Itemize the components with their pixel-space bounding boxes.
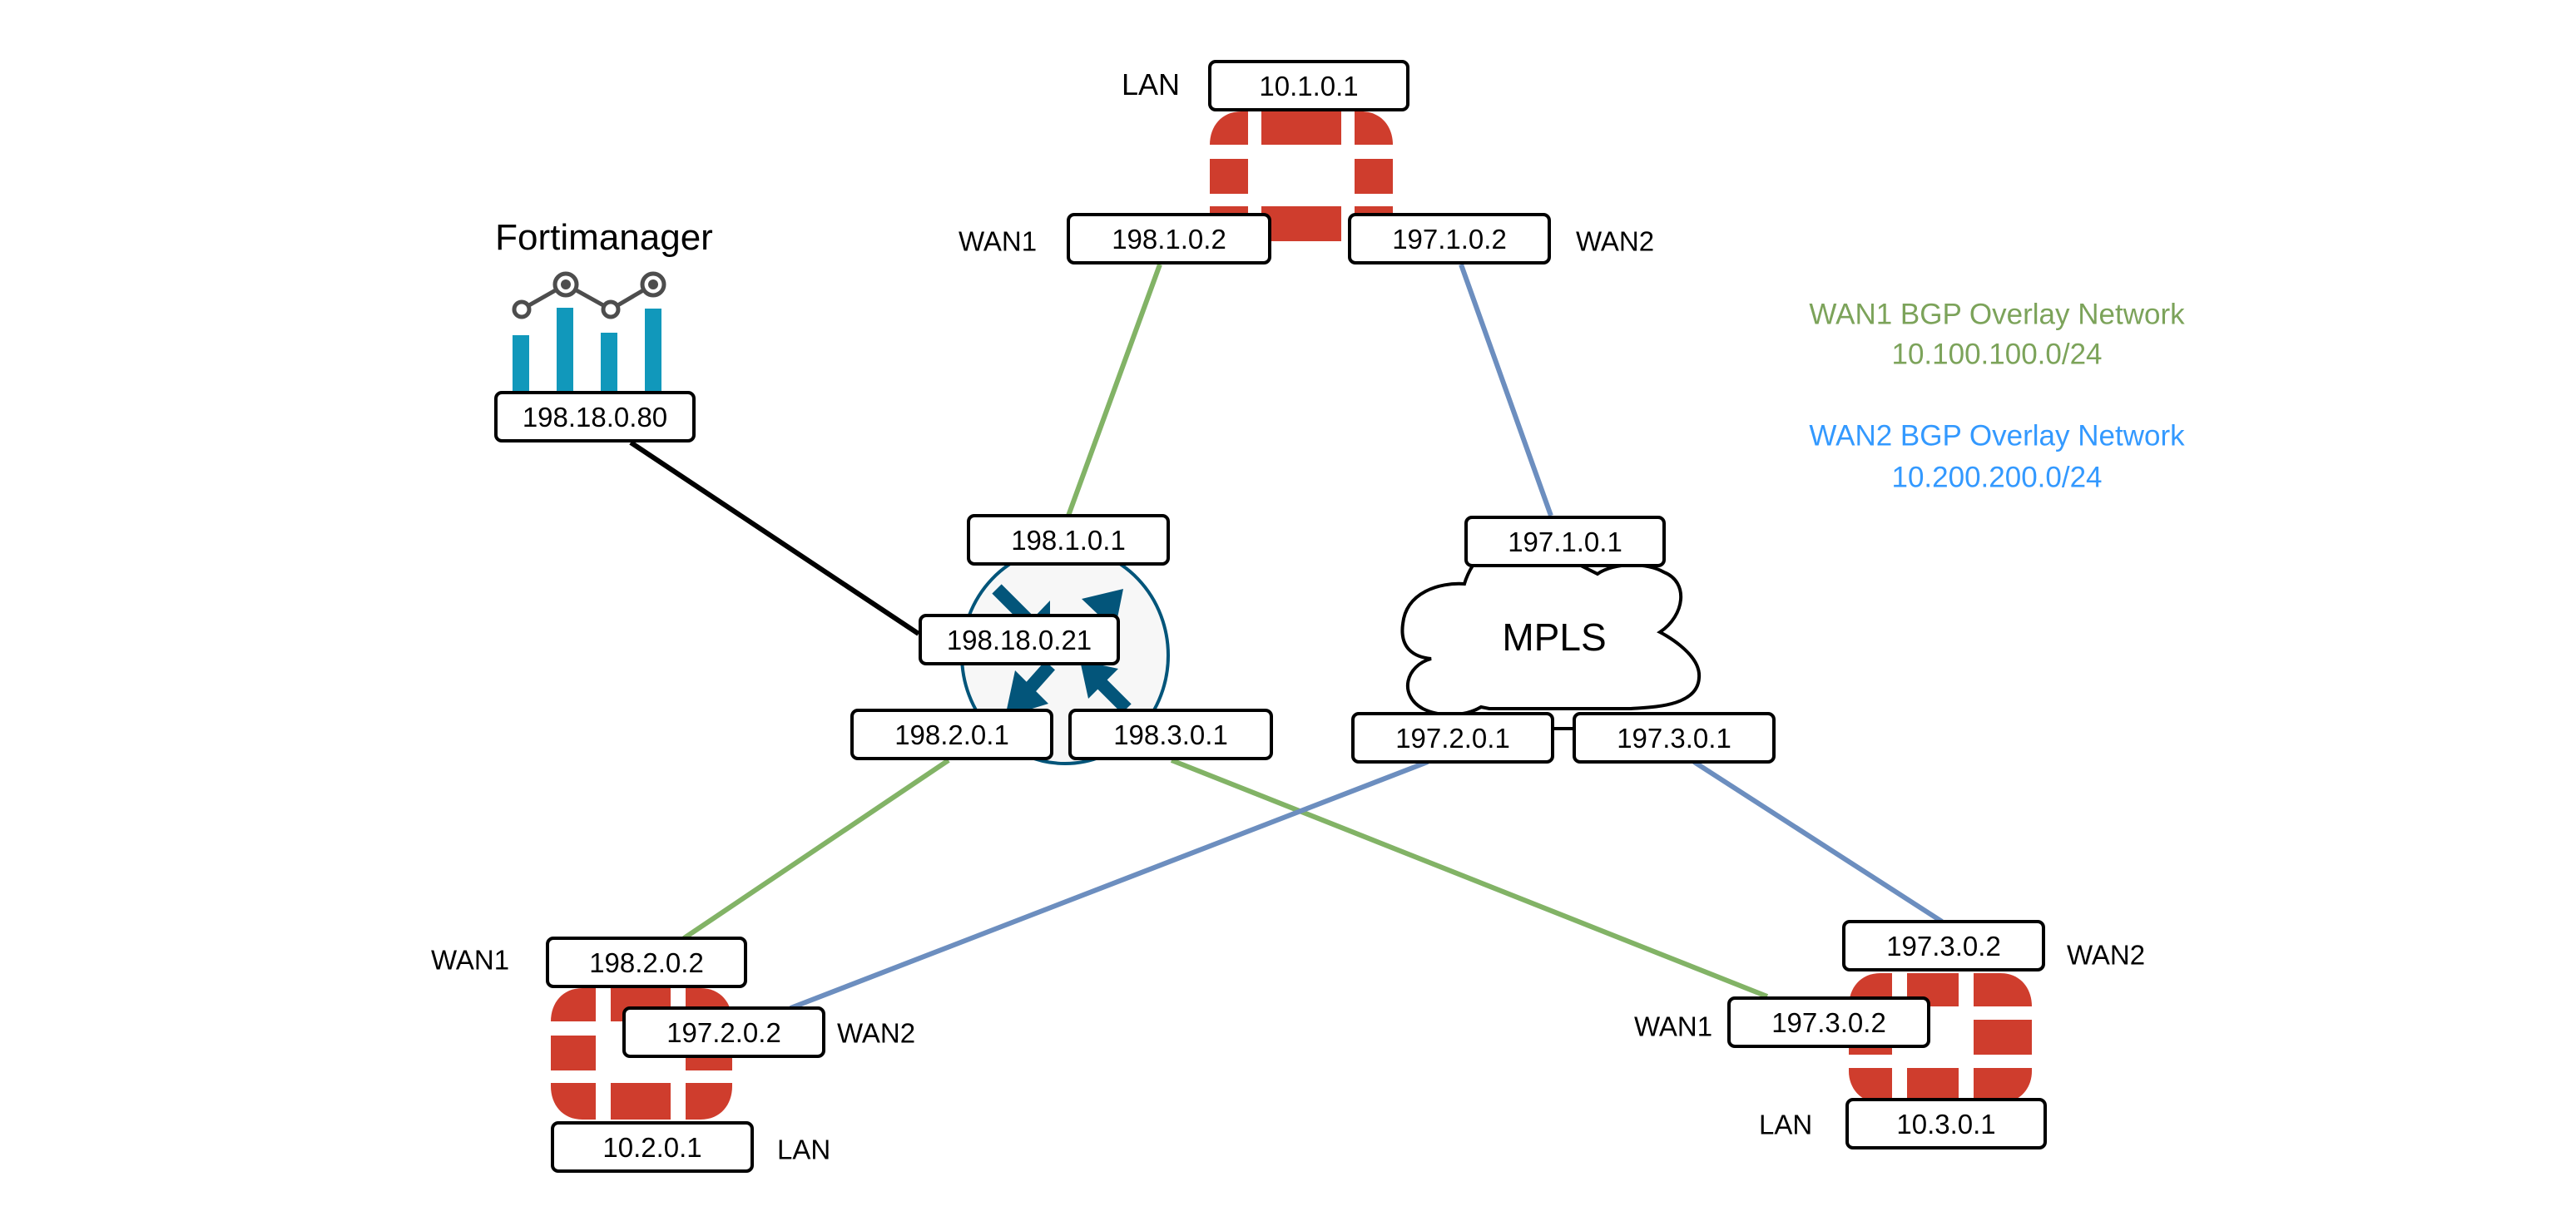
router-ip-top-box[interactable]: 198.1.0.1 <box>967 514 1170 566</box>
link-mpls-to-branch1-wan2[interactable] <box>789 759 1429 1011</box>
branch1-wan2-label: WAN2 <box>837 1017 916 1049</box>
fortimanager-ip-box[interactable]: 198.18.0.80 <box>494 391 696 442</box>
branch1-wan2-ip-box[interactable]: 197.2.0.2 <box>622 1006 825 1058</box>
link-hub-wan1-to-router[interactable] <box>1066 263 1162 517</box>
hub-lan-ip-box[interactable]: 10.1.0.1 <box>1208 60 1409 111</box>
link-fortimanager-to-router[interactable] <box>629 440 920 636</box>
mpls-label: MPLS <box>1502 616 1607 659</box>
link-hub-wan2-to-mpls[interactable] <box>1459 263 1553 517</box>
wan1-overlay-title: WAN1 BGP Overlay Network <box>1809 298 2185 331</box>
hub-wan2-label: WAN2 <box>1576 225 1655 257</box>
router-ip-mgmt-box[interactable]: 198.18.0.21 <box>919 614 1120 665</box>
branch2-wan1-label: WAN1 <box>1634 1011 1713 1042</box>
mpls-ip-left-box[interactable]: 197.2.0.1 <box>1351 712 1554 764</box>
router-ip-right-box[interactable]: 198.3.0.1 <box>1068 709 1273 760</box>
router-arrow-out-bottom-left <box>1005 660 1055 717</box>
router-arrow-in-bottom-right <box>1080 660 1132 714</box>
link-router-to-branch1-wan1[interactable] <box>682 758 950 941</box>
branch2-lan-label: LAN <box>1759 1109 1813 1140</box>
hub-wan2-ip-box[interactable]: 197.1.0.2 <box>1348 213 1551 264</box>
fortigate-firewall-icon <box>1210 111 1393 241</box>
branch2-wan1-ip-box[interactable]: 197.3.0.2 <box>1727 996 1930 1048</box>
branch1-lan-label: LAN <box>777 1134 831 1165</box>
wan1-overlay-subnet: 10.100.100.0/24 <box>1891 338 2103 371</box>
fortimanager-analytics-icon <box>512 271 666 393</box>
wan2-overlay-subnet: 10.200.200.0/24 <box>1891 461 2103 494</box>
mpls-ip-top-box[interactable]: 197.1.0.1 <box>1464 516 1666 567</box>
hub-lan-label: LAN <box>1122 67 1181 101</box>
branch1-wan1-ip-box[interactable]: 198.2.0.2 <box>546 937 747 988</box>
mpls-ip-right-box[interactable]: 197.3.0.1 <box>1573 712 1776 764</box>
branch1-lan-ip-box[interactable]: 10.2.0.1 <box>551 1121 754 1173</box>
router-ip-left-box[interactable]: 198.2.0.1 <box>850 709 1053 760</box>
branch1-wan1-label: WAN1 <box>431 944 510 976</box>
branch2-lan-ip-box[interactable]: 10.3.0.1 <box>1845 1098 2047 1149</box>
hub-wan1-ip-box[interactable]: 198.1.0.2 <box>1067 213 1271 264</box>
branch2-wan2-ip-box[interactable]: 197.3.0.2 <box>1842 920 2045 971</box>
link-router-to-branch2-wan1[interactable] <box>1170 758 1769 999</box>
fortimanager-title: Fortimanager <box>495 217 713 258</box>
wan2-overlay-title: WAN2 BGP Overlay Network <box>1809 419 2185 452</box>
hub-wan1-label: WAN1 <box>959 225 1038 257</box>
branch2-wan2-label: WAN2 <box>2067 939 2146 971</box>
link-mpls-to-branch2-wan2[interactable] <box>1692 759 1944 924</box>
